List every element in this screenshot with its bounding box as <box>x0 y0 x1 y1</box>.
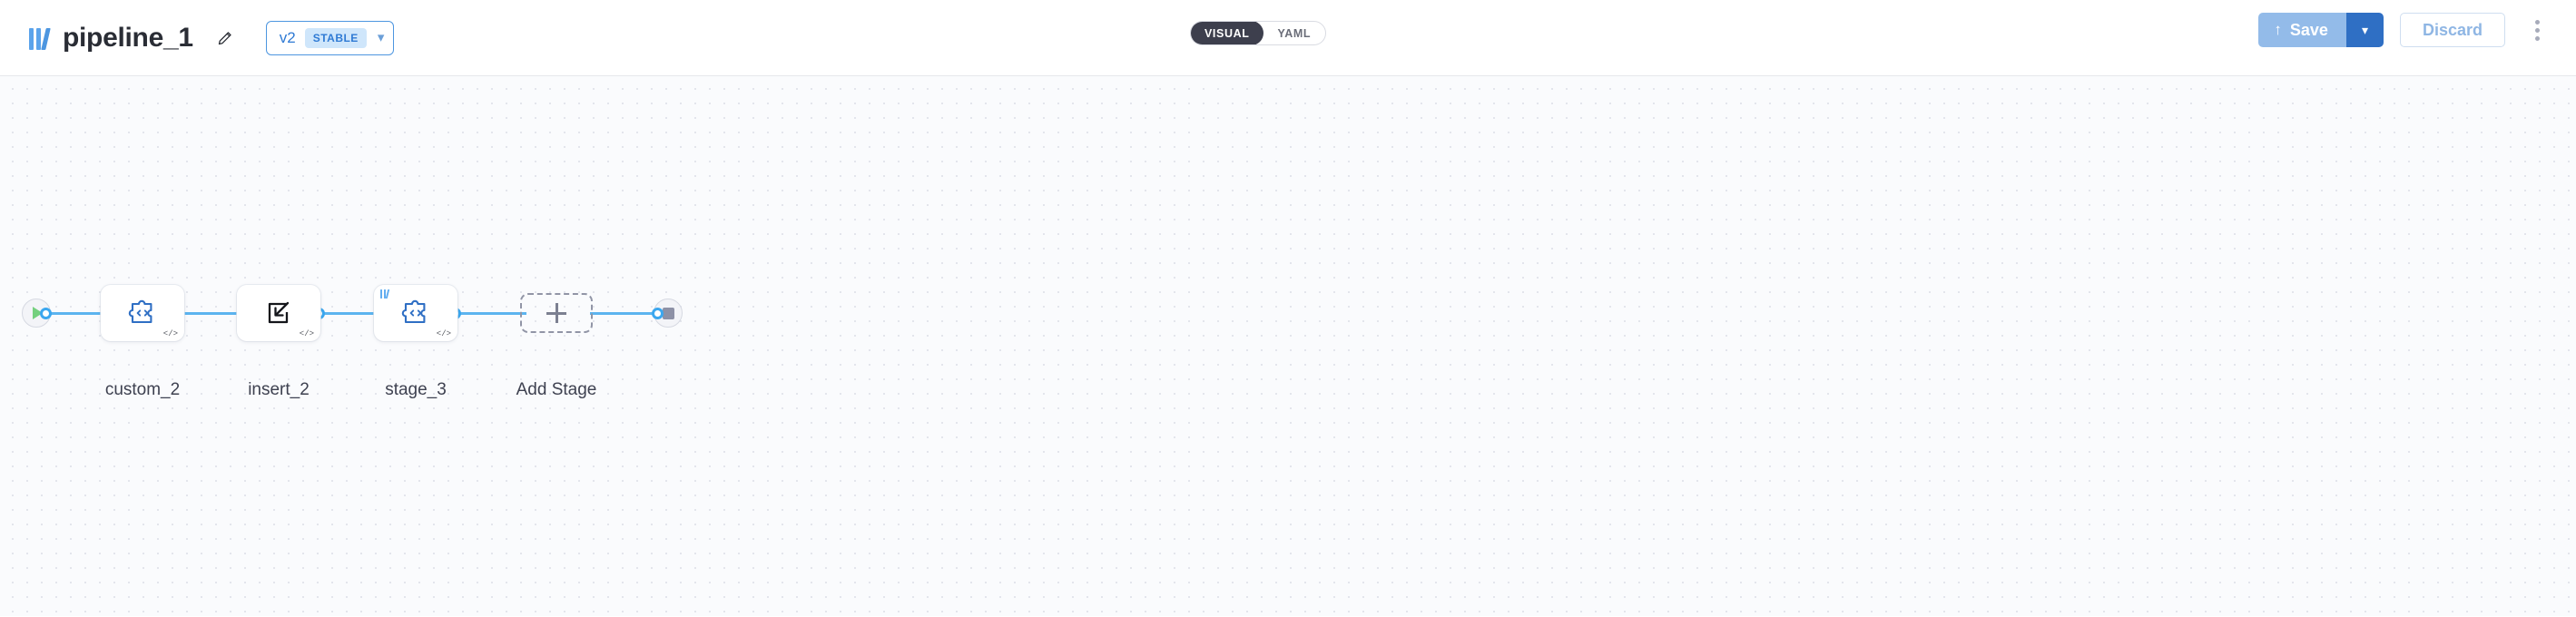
kebab-menu-icon <box>2534 19 2540 24</box>
version-selector[interactable]: v2 STABLE ▾ <box>265 20 395 55</box>
header-left-group: pipeline_1 v2 STABLE ▾ <box>0 20 395 55</box>
logo-bar-3 <box>386 289 390 299</box>
pipeline-canvas[interactable]: </> </> </> custom_2 insert_2 stage_3 Ad… <box>0 76 2576 616</box>
puzzle-code-icon <box>401 299 426 324</box>
kebab-dot-2 <box>2534 27 2540 33</box>
logo-bar-1 <box>380 289 383 299</box>
save-button[interactable]: ↑ Save <box>2258 13 2346 47</box>
save-button-group: ↑ Save ▾ <box>2258 13 2384 47</box>
status-badge: STABLE <box>304 27 367 48</box>
add-stage-button[interactable] <box>520 293 593 333</box>
edge-addstage-to-end <box>590 312 668 315</box>
more-options-button[interactable] <box>2522 13 2552 47</box>
pipeline-bars-logo-icon <box>29 26 51 50</box>
view-mode-toggle[interactable]: VISUAL YAML <box>1190 21 1327 45</box>
tab-yaml[interactable]: YAML <box>1277 26 1312 40</box>
discard-button-label: Discard <box>2422 20 2483 39</box>
kebab-dot-3 <box>2534 35 2540 41</box>
stage-label-stage_3: stage_3 <box>385 380 447 399</box>
edge-stage3-to-addstage <box>454 312 526 315</box>
save-dropdown-button[interactable]: ▾ <box>2345 13 2384 47</box>
chevron-down-icon: ▾ <box>377 30 385 45</box>
logo-bar-2 <box>36 27 41 50</box>
discard-button[interactable]: Discard <box>2399 13 2505 47</box>
code-badge: </> <box>162 329 178 338</box>
edge-start-to-custom2 <box>45 312 122 315</box>
header-actions: ↑ Save ▾ Discard <box>2258 13 2552 47</box>
port-start-out[interactable] <box>40 308 52 319</box>
play-icon <box>33 307 43 319</box>
version-label: v2 <box>279 28 296 46</box>
upload-arrow-icon: ↑ <box>2274 21 2282 38</box>
edit-title-button[interactable] <box>210 23 241 54</box>
page-title: pipeline_1 <box>63 22 193 53</box>
stop-icon <box>662 307 674 319</box>
insert-arrow-icon <box>268 301 290 324</box>
code-badge: </> <box>436 329 451 338</box>
edge-insert2-to-stage3 <box>320 312 392 315</box>
port-end-in[interactable] <box>652 308 664 319</box>
pipeline-bars-logo-icon <box>380 289 390 299</box>
code-badge: </> <box>299 329 314 338</box>
plus-icon <box>546 303 566 323</box>
logo-bar-3 <box>41 27 51 50</box>
logo-bar-2 <box>383 289 386 299</box>
stage-node-stage_3[interactable]: </> <box>374 285 457 341</box>
edge-custom2-to-insert2 <box>178 312 254 315</box>
stage-label-insert_2: insert_2 <box>248 380 310 399</box>
add-stage-label: Add Stage <box>516 380 597 399</box>
stage-label-custom_2: custom_2 <box>104 380 181 399</box>
logo-bar-1 <box>29 27 34 50</box>
pencil-icon <box>218 31 231 44</box>
chevron-down-icon: ▾ <box>2361 22 2368 37</box>
app-header: pipeline_1 v2 STABLE ▾ VISUAL YAML ↑ Sav… <box>0 0 2576 76</box>
save-button-label: Save <box>2289 20 2328 39</box>
puzzle-code-icon <box>128 299 152 324</box>
stage-node-insert_2[interactable]: </> <box>237 285 320 341</box>
stage-node-custom_2[interactable]: </> <box>101 285 184 341</box>
tab-visual[interactable]: VISUAL <box>1191 22 1264 44</box>
